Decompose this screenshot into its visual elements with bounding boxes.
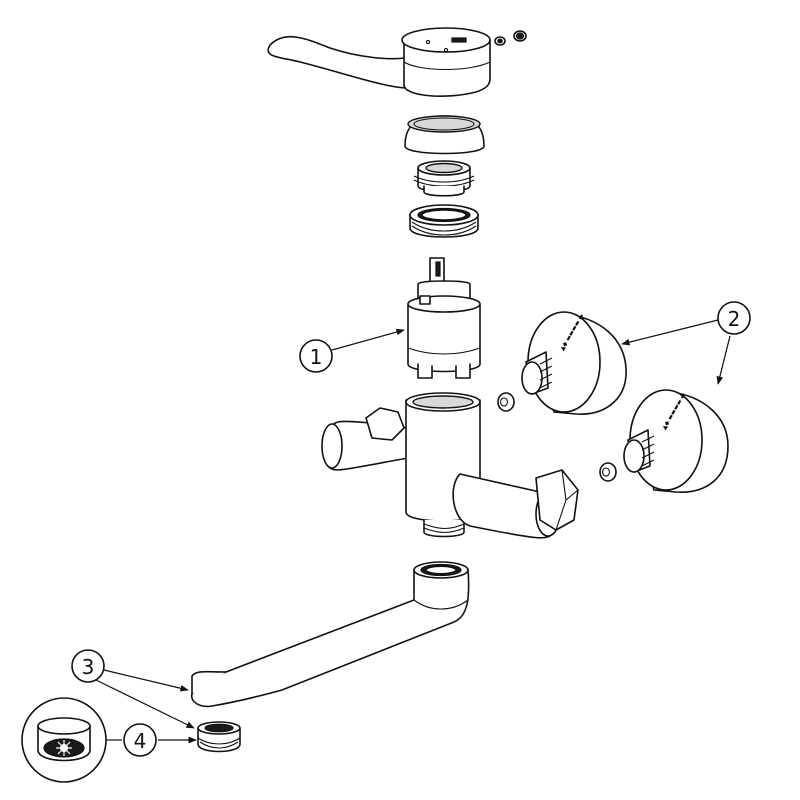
aerator-detail-view <box>21 697 107 783</box>
dome-cover <box>404 115 485 155</box>
washer-lower <box>599 462 617 482</box>
lever-handle <box>267 27 491 97</box>
callout-3: 3 <box>71 649 105 683</box>
threaded-ring <box>409 204 479 238</box>
callout-1: 1 <box>299 339 333 373</box>
cartridge <box>407 257 481 379</box>
faucet-body <box>321 392 579 539</box>
svg-text:4: 4 <box>134 729 147 753</box>
eccentric-fitting-lower: ▲◆ ▬▬▬▬ ▬ <box>623 389 729 493</box>
eccentric-fitting-upper: ▲◆ ▬▬▬▬ ▬ <box>521 311 627 415</box>
bushing-nut <box>413 160 475 197</box>
screw <box>513 30 527 42</box>
screw-cap <box>494 36 506 46</box>
svg-text:3: 3 <box>82 655 95 679</box>
svg-text:1: 1 <box>310 345 323 369</box>
washer-upper <box>497 392 515 412</box>
aerator <box>197 721 241 753</box>
svg-text:2: 2 <box>728 307 741 331</box>
callout-4: 4 <box>123 723 157 757</box>
callout-2: 2 <box>717 301 751 335</box>
spout <box>190 561 470 708</box>
callout-leaders <box>95 319 731 744</box>
